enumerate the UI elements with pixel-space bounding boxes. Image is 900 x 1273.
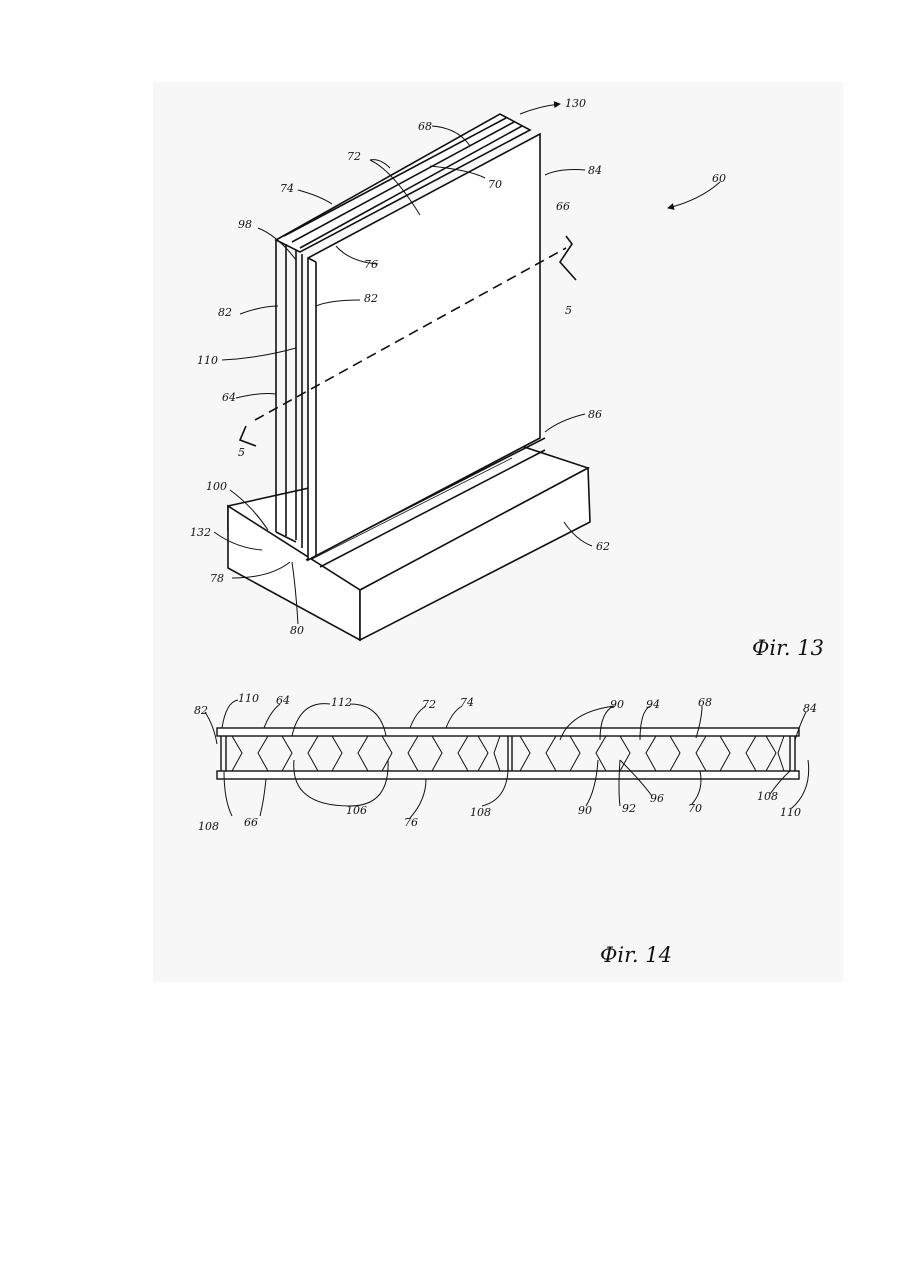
- ref-106: 106: [346, 804, 367, 817]
- ref-84: 84: [588, 164, 602, 177]
- ref-5-lower: 5: [238, 446, 245, 459]
- ref-72: 72: [347, 150, 361, 163]
- ref-110-bottom: 110: [780, 806, 801, 819]
- ref-68: 68: [418, 120, 432, 133]
- ref-62: 62: [596, 540, 610, 553]
- ref-94: 94: [646, 698, 660, 711]
- ref-76: 76: [404, 816, 418, 829]
- ref-92: 92: [622, 802, 636, 815]
- ref-80: 80: [290, 624, 304, 637]
- ref-78: 78: [210, 572, 224, 585]
- figure-14: 82 110 64 112 72 74 90 94 68 84 108 66 1…: [194, 692, 817, 967]
- ref-74: 74: [460, 696, 474, 709]
- ref-72: 72: [422, 698, 436, 711]
- ref-66: 66: [244, 816, 258, 829]
- figure-14-caption: Фir. 14: [600, 943, 672, 967]
- ref-96: 96: [650, 792, 664, 805]
- ref-86: 86: [588, 408, 602, 421]
- ref-82: 82: [194, 704, 208, 717]
- ref-108-right: 108: [757, 790, 778, 803]
- ref-70: 70: [688, 802, 702, 815]
- ref-74: 74: [280, 182, 294, 195]
- ref-64: 64: [222, 391, 236, 404]
- ref-108-left: 108: [198, 820, 219, 833]
- ref-76: 76: [364, 258, 378, 271]
- ref-60: 60: [712, 172, 726, 185]
- ref-64: 64: [276, 694, 290, 707]
- ref-132: 132: [190, 526, 211, 539]
- figure-13: 130 68 72 70 84 60 74 66 98 76 82 82 5 1…: [190, 97, 824, 660]
- ref-5-upper: 5: [565, 304, 572, 317]
- ref-110-top: 110: [238, 692, 259, 705]
- ref-84: 84: [803, 702, 817, 715]
- ref-100: 100: [206, 480, 227, 493]
- ref-82-right: 82: [364, 292, 378, 305]
- ref-112: 112: [331, 696, 352, 709]
- ref-90: 90: [610, 698, 624, 711]
- figure-13-caption: Фir. 13: [752, 636, 824, 660]
- ref-110: 110: [197, 354, 218, 367]
- ref-98: 98: [238, 218, 252, 231]
- ref-130: 130: [565, 97, 586, 110]
- leader-lines-fig14: [205, 700, 809, 818]
- ref-66: 66: [556, 200, 570, 213]
- ref-82-left: 82: [218, 306, 232, 319]
- ref-70: 70: [488, 178, 502, 191]
- ref-68: 68: [698, 696, 712, 709]
- ref-90-lower: 90: [578, 804, 592, 817]
- ref-108-mid: 108: [470, 806, 491, 819]
